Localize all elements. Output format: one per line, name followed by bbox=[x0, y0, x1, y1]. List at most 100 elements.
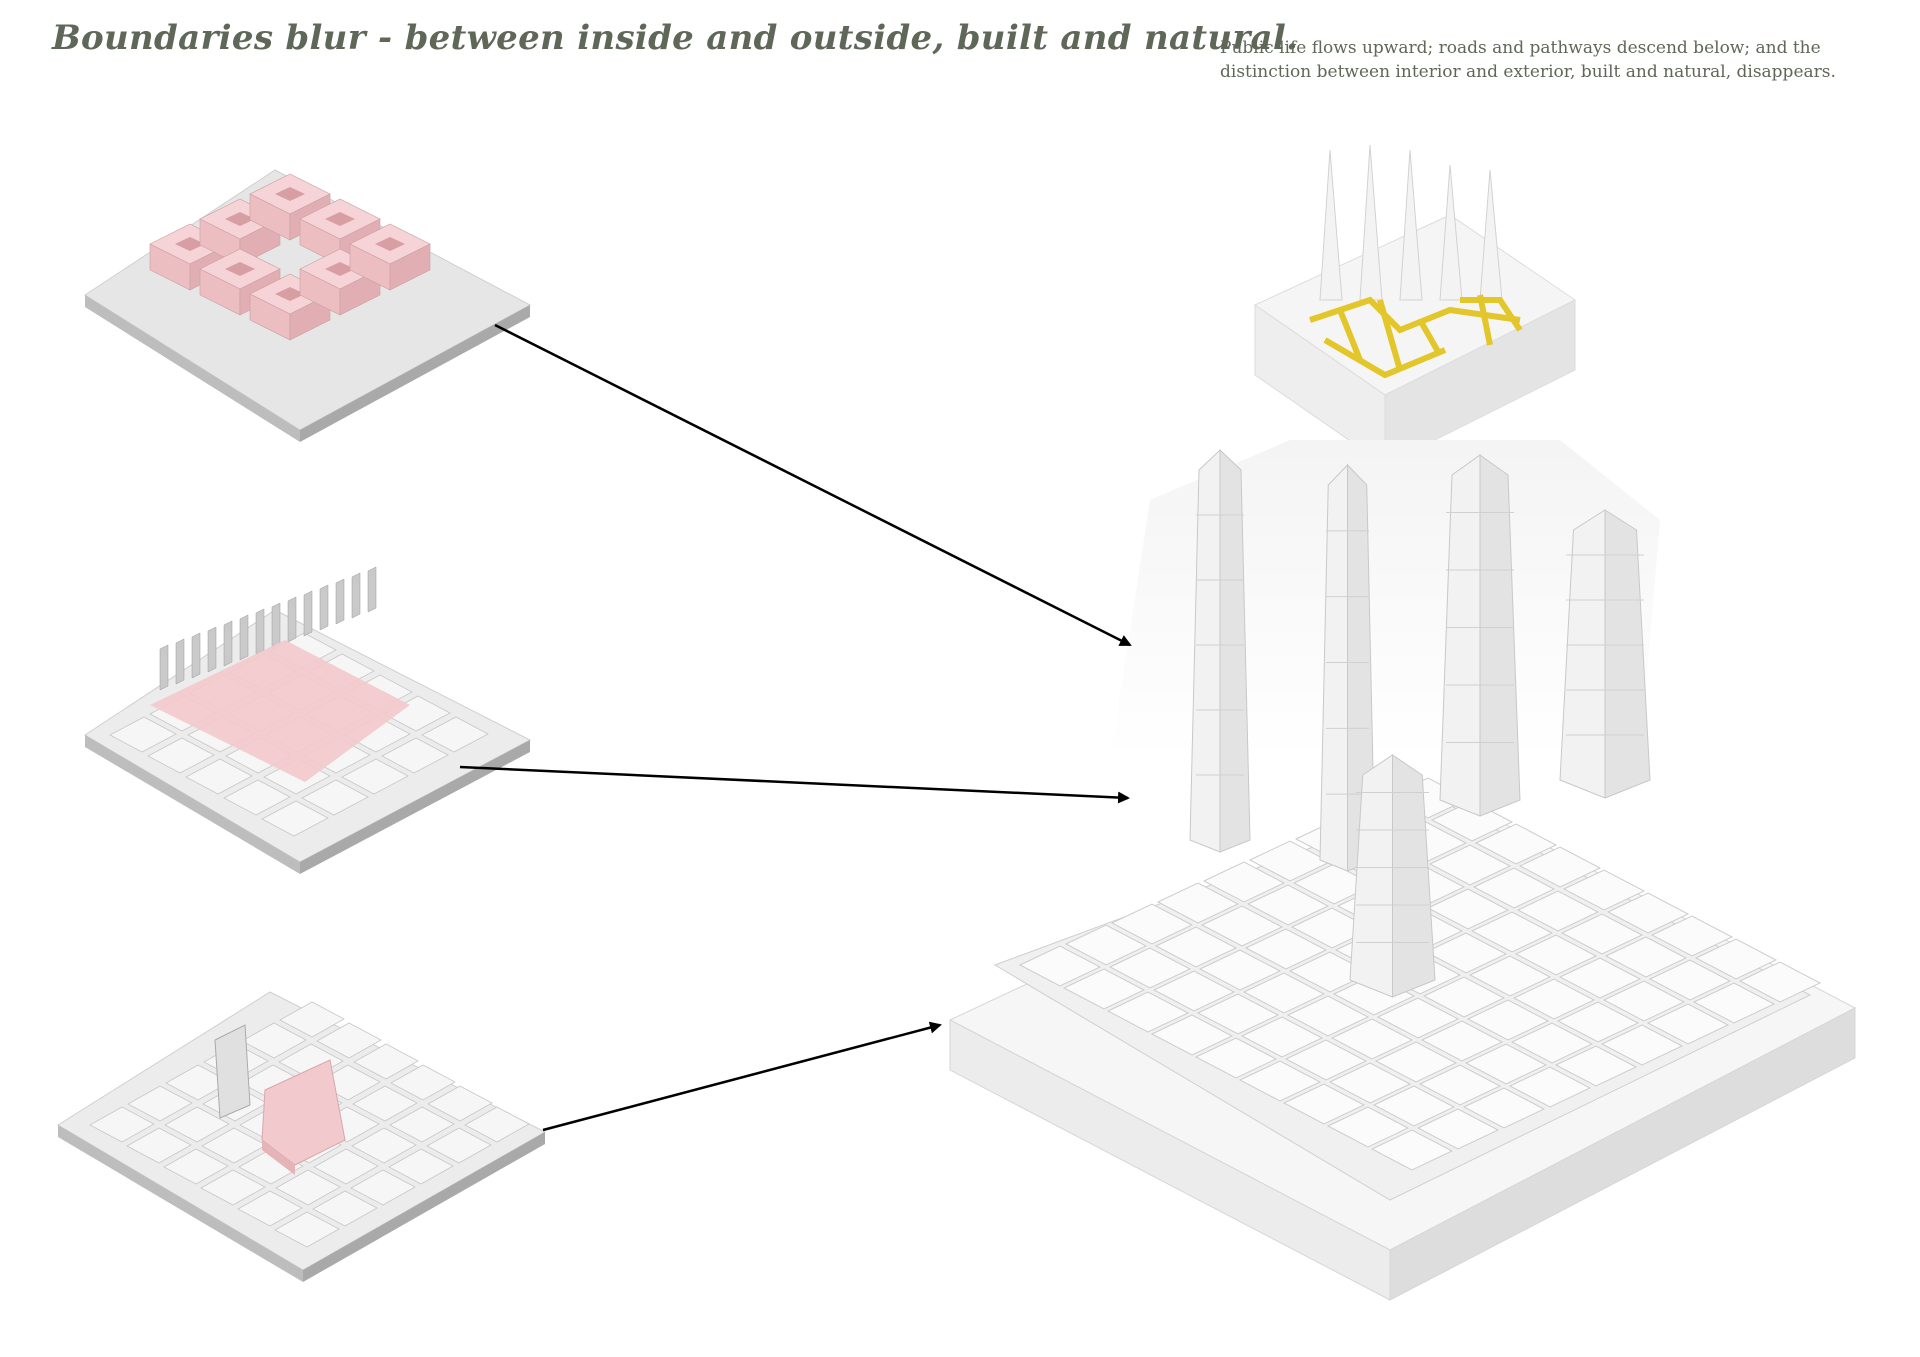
plaza-tile bbox=[389, 1106, 455, 1143]
inset-tower bbox=[1359, 144, 1383, 301]
tower-megastructure bbox=[948, 440, 1857, 1301]
arrow-courtyard-to-model bbox=[494, 323, 1132, 647]
lattice-cell bbox=[1604, 936, 1688, 978]
lattice-cell bbox=[1326, 1106, 1410, 1148]
slab bbox=[287, 596, 297, 643]
lattice-cell bbox=[1464, 1043, 1548, 1085]
arrow-slab-to-model bbox=[459, 765, 1130, 804]
grid-tile bbox=[421, 716, 489, 753]
plaza-tile bbox=[350, 1169, 416, 1206]
plaza-tile bbox=[390, 1064, 456, 1101]
lattice-cell bbox=[1284, 1039, 1368, 1081]
plaza-tile bbox=[241, 1022, 307, 1059]
inset-tower bbox=[1399, 149, 1423, 301]
lattice-cell bbox=[1240, 1016, 1324, 1058]
page-subtitle: Public life flows upward; roads and path… bbox=[1220, 38, 1836, 82]
lattice-cell bbox=[1518, 846, 1602, 888]
lattice-cell bbox=[1428, 844, 1512, 886]
slab bbox=[239, 614, 249, 661]
pink-block bbox=[349, 223, 431, 291]
lattice-cell bbox=[1422, 976, 1506, 1018]
lattice-cell bbox=[1474, 823, 1558, 865]
plaza-tile bbox=[200, 1169, 266, 1206]
plaza-tile bbox=[426, 1127, 492, 1164]
lattice-cell bbox=[1602, 980, 1686, 1022]
main-tower bbox=[1439, 454, 1521, 817]
lattice-cell bbox=[1420, 1020, 1504, 1062]
lattice-cell bbox=[1330, 1018, 1414, 1060]
plaza-tile bbox=[237, 1190, 303, 1227]
lattice-cell bbox=[1370, 1129, 1454, 1171]
courtyard-block-panel bbox=[84, 169, 532, 442]
lattice-cell bbox=[1018, 945, 1102, 987]
lattice-cell bbox=[1246, 884, 1330, 926]
lattice-cell bbox=[1242, 972, 1326, 1014]
lattice-cell bbox=[1516, 890, 1600, 932]
grid-tile bbox=[223, 779, 291, 816]
lattice-cell bbox=[1650, 915, 1734, 957]
plaza-tile bbox=[352, 1085, 418, 1122]
lattice-cell bbox=[1558, 957, 1642, 999]
lattice-cell bbox=[1508, 1066, 1592, 1108]
lattice-cell bbox=[1418, 1064, 1502, 1106]
lattice-cell bbox=[1286, 995, 1370, 1037]
lattice-cell bbox=[1646, 1003, 1730, 1045]
lattice-cell bbox=[1376, 997, 1460, 1039]
plaza-tile bbox=[163, 1148, 229, 1185]
grid-tile bbox=[261, 800, 329, 837]
plaza-tile bbox=[464, 1106, 530, 1143]
lattice-cell bbox=[1692, 982, 1776, 1024]
lattice-cell bbox=[1472, 867, 1556, 909]
lattice-cell bbox=[1562, 869, 1646, 911]
slab bbox=[159, 644, 169, 691]
inset-towers bbox=[1319, 144, 1503, 301]
grid-tile bbox=[185, 758, 253, 795]
plaza-tile bbox=[126, 1127, 192, 1164]
lattice-cell bbox=[1600, 1024, 1684, 1066]
lattice-cell bbox=[1738, 961, 1822, 1003]
grey-tower bbox=[214, 1024, 251, 1119]
lattice-cell bbox=[1462, 1087, 1546, 1129]
slab bbox=[207, 626, 217, 673]
connector-arrows bbox=[459, 323, 1132, 1132]
lattice-cell bbox=[1606, 892, 1690, 934]
lattice-cell bbox=[1150, 1014, 1234, 1056]
plaza-tile bbox=[89, 1106, 155, 1143]
grid-tile bbox=[109, 716, 177, 753]
slab bbox=[367, 566, 377, 613]
main-tower bbox=[1559, 509, 1651, 799]
lattice-cell bbox=[1200, 905, 1284, 947]
inset-tower bbox=[1319, 149, 1343, 301]
slab bbox=[335, 578, 345, 625]
plaza-tile bbox=[312, 1190, 378, 1227]
grid-tile bbox=[301, 779, 369, 816]
lattice-cell bbox=[1152, 970, 1236, 1012]
lattice-cell bbox=[1554, 1045, 1638, 1087]
plaza-tile bbox=[353, 1043, 419, 1080]
lattice-cell bbox=[1238, 1060, 1322, 1102]
lattice-cell bbox=[1694, 938, 1778, 980]
pink-terraced-building bbox=[261, 1059, 346, 1166]
lattice-cell bbox=[1154, 926, 1238, 968]
lattice-cell bbox=[1196, 993, 1280, 1035]
lattice-cell bbox=[1468, 955, 1552, 997]
lattice-cell bbox=[1510, 1022, 1594, 1064]
plaza-tile bbox=[313, 1148, 379, 1185]
lattice-cell bbox=[1466, 999, 1550, 1041]
slab bbox=[303, 590, 313, 637]
lattice-cell bbox=[1156, 882, 1240, 924]
slab bbox=[351, 572, 361, 619]
slab-grid-panel bbox=[84, 566, 532, 874]
plaza-tile bbox=[275, 1169, 341, 1206]
grey-slab-buildings bbox=[159, 566, 377, 691]
lattice-cell bbox=[1110, 903, 1194, 945]
slab bbox=[271, 602, 281, 649]
slab bbox=[319, 584, 329, 631]
main-tower bbox=[1189, 448, 1251, 853]
pink-slab-band bbox=[150, 640, 410, 782]
plaza-tile bbox=[164, 1106, 230, 1143]
slab bbox=[175, 638, 185, 685]
grid-tile bbox=[341, 758, 409, 795]
lattice-cell bbox=[1198, 949, 1282, 991]
